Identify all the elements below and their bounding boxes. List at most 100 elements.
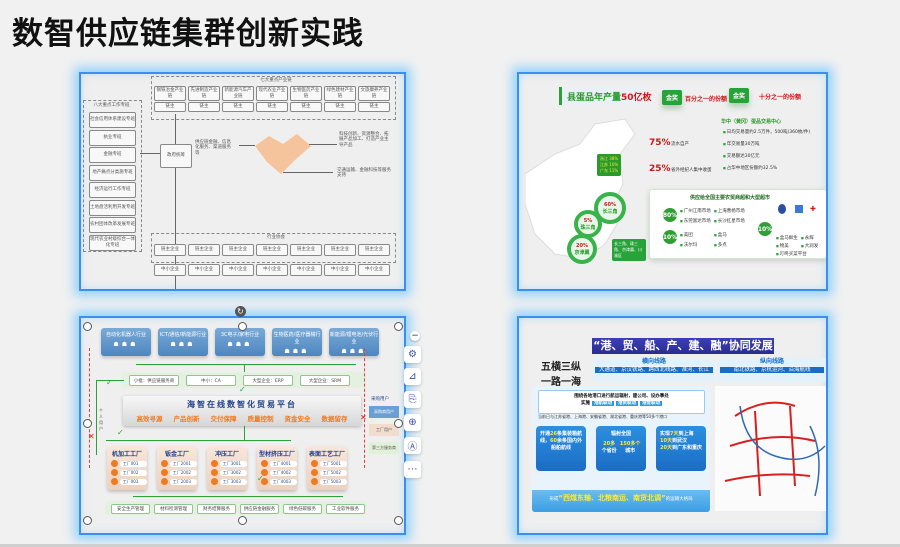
platform-title: 海智在线数智化贸易平台 xyxy=(187,400,297,409)
legend-third-party: 第三方服务商 xyxy=(369,442,399,454)
resize-handle-t[interactable] xyxy=(238,322,247,331)
industry-box: 3C电子/家电行业☗☗☗ xyxy=(215,328,265,356)
connector-line xyxy=(239,145,255,146)
top-sub-box: 链主 xyxy=(358,102,390,112)
image-card-industry-chain[interactable]: 七大重点产业链 钢铁冶金产业链链主先进制造产业链链主新能源汽车产业链链主现代农业… xyxy=(79,72,406,291)
resize-handle-l[interactable] xyxy=(83,419,92,428)
horizontal-routes: 大通道、京汉铁路、跨西北线路、淮河、长江 xyxy=(595,366,713,374)
image-card-port-logistics[interactable]: “港、贸、船、产、建、融”协同发展 五横三纵 一路一海 横向线路 大通道、京汉铁… xyxy=(517,316,828,535)
left-box: 农村团体改革发展专班 xyxy=(89,217,136,233)
left-box: 土地盘活利用开发专班 xyxy=(89,199,136,216)
industry-box: 自动化机器人行业☗☗☗ xyxy=(101,328,151,356)
factory-item: 工厂2001 xyxy=(161,460,197,467)
bottom-group-label: 行业协会 xyxy=(267,235,285,240)
connector-line xyxy=(175,114,176,289)
stat-number: 10天 xyxy=(660,438,672,444)
bottom-box: 链主企业 xyxy=(222,244,254,256)
center-box-label: 政府统筹 xyxy=(167,153,185,159)
factory-label: 工厂2001 xyxy=(169,460,197,467)
left-group xyxy=(83,100,142,252)
factory-label: 工厂3002 xyxy=(219,469,247,476)
stat-number: 20多 xyxy=(603,441,616,447)
resize-handle-tr[interactable] xyxy=(394,322,403,331)
panel-mid-item: 盒马 xyxy=(714,232,727,238)
factory-label: 工厂4003 xyxy=(269,478,297,485)
crop-icon[interactable]: ⊿ xyxy=(404,368,421,385)
user-icons: ☗☗☗ xyxy=(284,348,310,355)
dashed-line xyxy=(89,348,91,468)
panel-mid-item: 美团 xyxy=(680,232,693,238)
resize-handle-r[interactable] xyxy=(394,419,403,428)
left-box: 经济运行工作专班 xyxy=(89,182,136,198)
service-box: 安全生产管理 xyxy=(111,504,150,514)
flow-line xyxy=(136,364,356,365)
panel-left-item: 东莞富达市场 xyxy=(680,218,711,224)
stat-text: 开通 xyxy=(540,431,551,437)
rotate-handle-icon[interactable]: ↻ xyxy=(235,306,246,317)
factory-label: 工厂4002 xyxy=(269,469,297,476)
stat-text: 余条国内外船舶航线 xyxy=(550,438,582,451)
collapse-toolbar-button[interactable]: − xyxy=(410,331,420,341)
resize-handle-b[interactable] xyxy=(238,516,247,525)
factory-label: 工厂003 xyxy=(119,478,147,485)
image-card-egg-industry[interactable]: 县蛋品年产量50亿枚 金奖 百分之一的份额 金奖 十分之一的份额 华中（黄冈）蛋… xyxy=(517,72,828,291)
panel-right-item: 叮咚买菜平台 xyxy=(776,251,807,257)
factory-icon xyxy=(111,460,118,467)
image-card-trading-platform[interactable]: 自动化机器人行业☗☗☗ICT/通信/新能源行业☗☗☗3C电子/家电行业☗☗☗生物… xyxy=(79,316,406,535)
panel-right-item: 物美 xyxy=(776,243,789,249)
factory-label: 工厂3003 xyxy=(219,478,247,485)
left-heading-2: 一路一海 xyxy=(541,377,581,388)
resize-handle-br[interactable] xyxy=(394,516,403,525)
route-map-icon xyxy=(715,386,826,511)
vertical-routes: 南北铁路、京杭运河、沿海航线 xyxy=(720,366,824,374)
ring-label: 京津冀 xyxy=(574,249,590,256)
factory-label: 工厂4001 xyxy=(269,460,297,467)
zoom-in-icon[interactable]: ⊕ xyxy=(404,414,421,431)
left-box: 社会信用体系建设专班 xyxy=(89,112,136,128)
factory-icon xyxy=(111,478,118,485)
rotate-icon[interactable]: ⎘ xyxy=(404,391,421,408)
resize-handle-bl[interactable] xyxy=(83,516,92,525)
factory-item: 工厂5002 xyxy=(311,469,347,476)
stat-text: 个省份 xyxy=(601,448,617,454)
bottom-tag: 长三角、珠三角、京津冀、川渝区 xyxy=(612,239,646,261)
panel-left-item: 广州江南市场 xyxy=(680,208,711,214)
bottom-sub-box: 中小企业 xyxy=(324,264,356,276)
factory-item: 工厂001 xyxy=(111,460,147,467)
factory-icon xyxy=(211,460,218,467)
resize-handle-tl[interactable] xyxy=(83,322,92,331)
panel-mid-item: 多点 xyxy=(714,242,727,248)
stat-number: 7天 xyxy=(670,431,679,437)
port-tag: 港航联动 xyxy=(592,401,614,406)
flow-line xyxy=(244,426,245,440)
more-icon[interactable]: ⋯ xyxy=(404,461,421,478)
region-item: 浙江 38% xyxy=(600,156,619,161)
factory-item: 工厂4002 xyxy=(261,469,297,476)
factory-label: 工厂5002 xyxy=(319,469,347,476)
platform-feature: 资金安全 xyxy=(284,415,311,423)
left-box: 执业专班 xyxy=(89,129,136,146)
center-right-text-2: 交通运输、金融科技等服务支持 xyxy=(337,168,391,179)
factory-item: 工厂003 xyxy=(111,478,147,485)
left-group-label: 八大重点工作专班 xyxy=(93,103,130,108)
panel-right-item: 永辉 xyxy=(801,235,814,241)
ring-value: 5% xyxy=(583,217,593,224)
panel-title: 供应给全国主要农贸商超和大型超市 xyxy=(690,195,771,201)
ocr-icon[interactable]: Ⓐ xyxy=(404,437,421,454)
flow-line xyxy=(106,440,291,441)
connector-box: 大型企业：ERP xyxy=(243,375,293,386)
port-tag: 港贸联动 xyxy=(616,401,638,406)
pct-2-label: 省外经纪人集中收蛋 xyxy=(671,168,712,173)
left-heading: 五横三纵 一路一海 xyxy=(533,358,589,388)
left-heading-1: 五横三纵 xyxy=(541,362,581,373)
port-info-panel: 围绕各地港口进行航运辐射，建公司、设办事处 实施港航联动港贸联动港金联动 当前已… xyxy=(532,386,710,512)
center-item: 年交易量30万吨 xyxy=(723,141,826,147)
flow-line xyxy=(96,380,124,381)
platform-feature: 产品创新 xyxy=(173,415,200,423)
user-icons: ☗☗☗ xyxy=(170,341,196,348)
ai-extract-icon[interactable]: ⚙ xyxy=(404,346,421,363)
service-box: 供应链金融服务 xyxy=(240,504,279,514)
port-summary-box: 围绕各地港口进行航运辐射，建公司、设办事处 实施港航联动港贸联动港金联动 xyxy=(538,390,705,414)
pct-1-label: 流水自产 xyxy=(671,142,689,147)
